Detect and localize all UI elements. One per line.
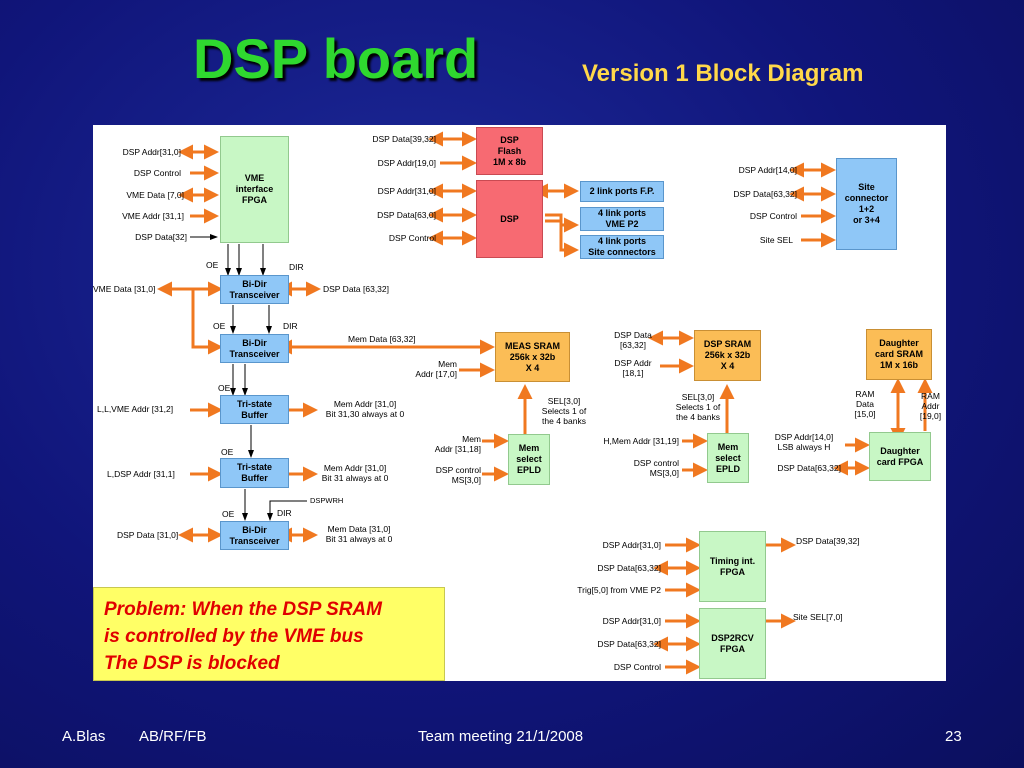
label: Mem Addr [17,0] (415, 359, 457, 379)
label: VME Data [7,0] (126, 190, 184, 200)
label: DSP Data [63,32] (614, 330, 652, 350)
label: DIR (277, 508, 292, 518)
label: RAM Data [15,0] (854, 389, 876, 419)
label: Site SEL (759, 235, 793, 245)
label: DSP Data [31,0] (117, 530, 179, 540)
bidir-transceiver-1: Bi-Dir Transceiver (220, 275, 289, 304)
label: RAM Addr [19,0] (919, 391, 942, 421)
label: Site SEL[7,0] (793, 612, 843, 622)
footer-meeting: Team meeting 21/1/2008 (418, 728, 584, 745)
problem-line-2: is controlled by the VME bus (104, 626, 364, 647)
label: VME Data [31,0] (93, 284, 156, 294)
label: L,L,VME Addr [31,2] (97, 404, 174, 414)
timing-int-fpga: Timing int. FPGA (699, 531, 766, 602)
label: DSP Addr[14,0] LSB always H (774, 432, 834, 452)
label: OE (213, 321, 226, 331)
label: SEL[3,0] Selects 1 of the 4 banks (541, 396, 587, 426)
slide-subtitle: Version 1 Block Diagram (582, 60, 864, 87)
label: DSP Data [63,32] (323, 284, 389, 294)
label: DSP Data[39,32] (796, 536, 860, 546)
label: Mem Addr [31,0] Bit 31,30 always at 0 (325, 399, 405, 419)
label: DSP Control (388, 233, 436, 243)
label: DSP Control (613, 662, 661, 672)
meas-sram: MEAS SRAM 256k x 32b X 4 (495, 332, 570, 382)
label: DSP Addr [18,1] (614, 358, 652, 378)
diagram-wires (157, 131, 933, 675)
label: OE (222, 509, 235, 519)
label: DSP Addr[31,0] (602, 616, 661, 626)
vme-interface-fpga: VME interface FPGA (220, 136, 289, 243)
label: Mem Data [31,0] Bit 31 always at 0 (325, 524, 393, 544)
label: Mem Addr [31,0] Bit 31 always at 0 (321, 463, 389, 483)
label: DSP Data[39,32] (372, 134, 436, 144)
mem-select-epld-1: Mem select EPLD (508, 434, 550, 485)
link-ports-site: 4 link ports Site connectors (580, 235, 664, 259)
footer-author: A.Blas (62, 728, 106, 745)
label: Mem Data [63,32] (348, 334, 416, 344)
label: OE (221, 447, 234, 457)
label: DSP Control (133, 168, 181, 178)
label: DSP control MS[3,0] (633, 458, 679, 478)
problem-callout: Problem: When the DSP SRAM is controlled… (93, 587, 445, 681)
label: DSP Control (749, 211, 797, 221)
label: DSP Data[63,32] (597, 563, 661, 573)
dsp-block: DSP (476, 180, 543, 258)
site-connector: Site connector 1+2 or 3+4 (836, 158, 897, 250)
label: DSP Addr[31,0] (377, 186, 436, 196)
problem-line-3: The DSP is blocked (104, 653, 280, 674)
daughter-card-sram: Daughter card SRAM 1M x 16b (866, 329, 932, 380)
tristate-buffer-1: Tri-state Buffer (220, 395, 289, 424)
label: L,DSP Addr [31,1] (107, 469, 175, 479)
daughter-card-fpga: Daughter card FPGA (869, 432, 931, 481)
label: SEL[3,0] Selects 1 of the 4 banks (675, 392, 721, 422)
dsp-flash: DSP Flash 1M x 8b (476, 127, 543, 175)
footer-page-number: 23 (945, 728, 962, 745)
mem-select-epld-2: Mem select EPLD (707, 433, 749, 483)
slide-title: DSP board (193, 27, 479, 90)
footer-group: AB/RF/FB (139, 728, 207, 745)
link-ports-fp: 2 link ports F.P. (580, 181, 664, 202)
label: DSPWRH (310, 496, 344, 505)
label: VME Addr [31,1] (122, 211, 184, 221)
label: DSP Data[63,32] (777, 463, 841, 473)
label: H,Mem Addr [31,19] (603, 436, 679, 446)
bidir-transceiver-3: Bi-Dir Transceiver (220, 521, 289, 550)
label: DSP Data[63,0] (377, 210, 436, 220)
block-diagram: VME interface FPGA DSP Flash 1M x 8b DSP… (93, 125, 946, 681)
link-ports-vme-p2: 4 link ports VME P2 (580, 207, 664, 231)
problem-line-1: Problem: When the DSP SRAM (104, 599, 382, 620)
label: DSP control MS[3,0] (435, 465, 481, 485)
bidir-transceiver-2: Bi-Dir Transceiver (220, 334, 289, 363)
label: DSP Addr[31,0] (122, 147, 181, 157)
label: DSP Addr[14,0] (738, 165, 797, 175)
dsp2rcv-fpga: DSP2RCV FPGA (699, 608, 766, 679)
label: DSP Data[63,32] (597, 639, 661, 649)
label: DSP Addr[19,0] (377, 158, 436, 168)
label: OE (218, 383, 231, 393)
label: DSP Addr[31,0] (602, 540, 661, 550)
label: DIR (289, 262, 304, 272)
label: Trig[5,0] from VME P2 (577, 585, 661, 595)
label: DSP Data[63,32] (733, 189, 797, 199)
label: OE (206, 260, 219, 270)
tristate-buffer-2: Tri-state Buffer (220, 458, 289, 488)
label: DIR (283, 321, 298, 331)
dsp-sram: DSP SRAM 256k x 32b X 4 (694, 330, 761, 381)
label: Mem Addr [31,18] (434, 434, 481, 454)
label: DSP Data[32] (135, 232, 187, 242)
